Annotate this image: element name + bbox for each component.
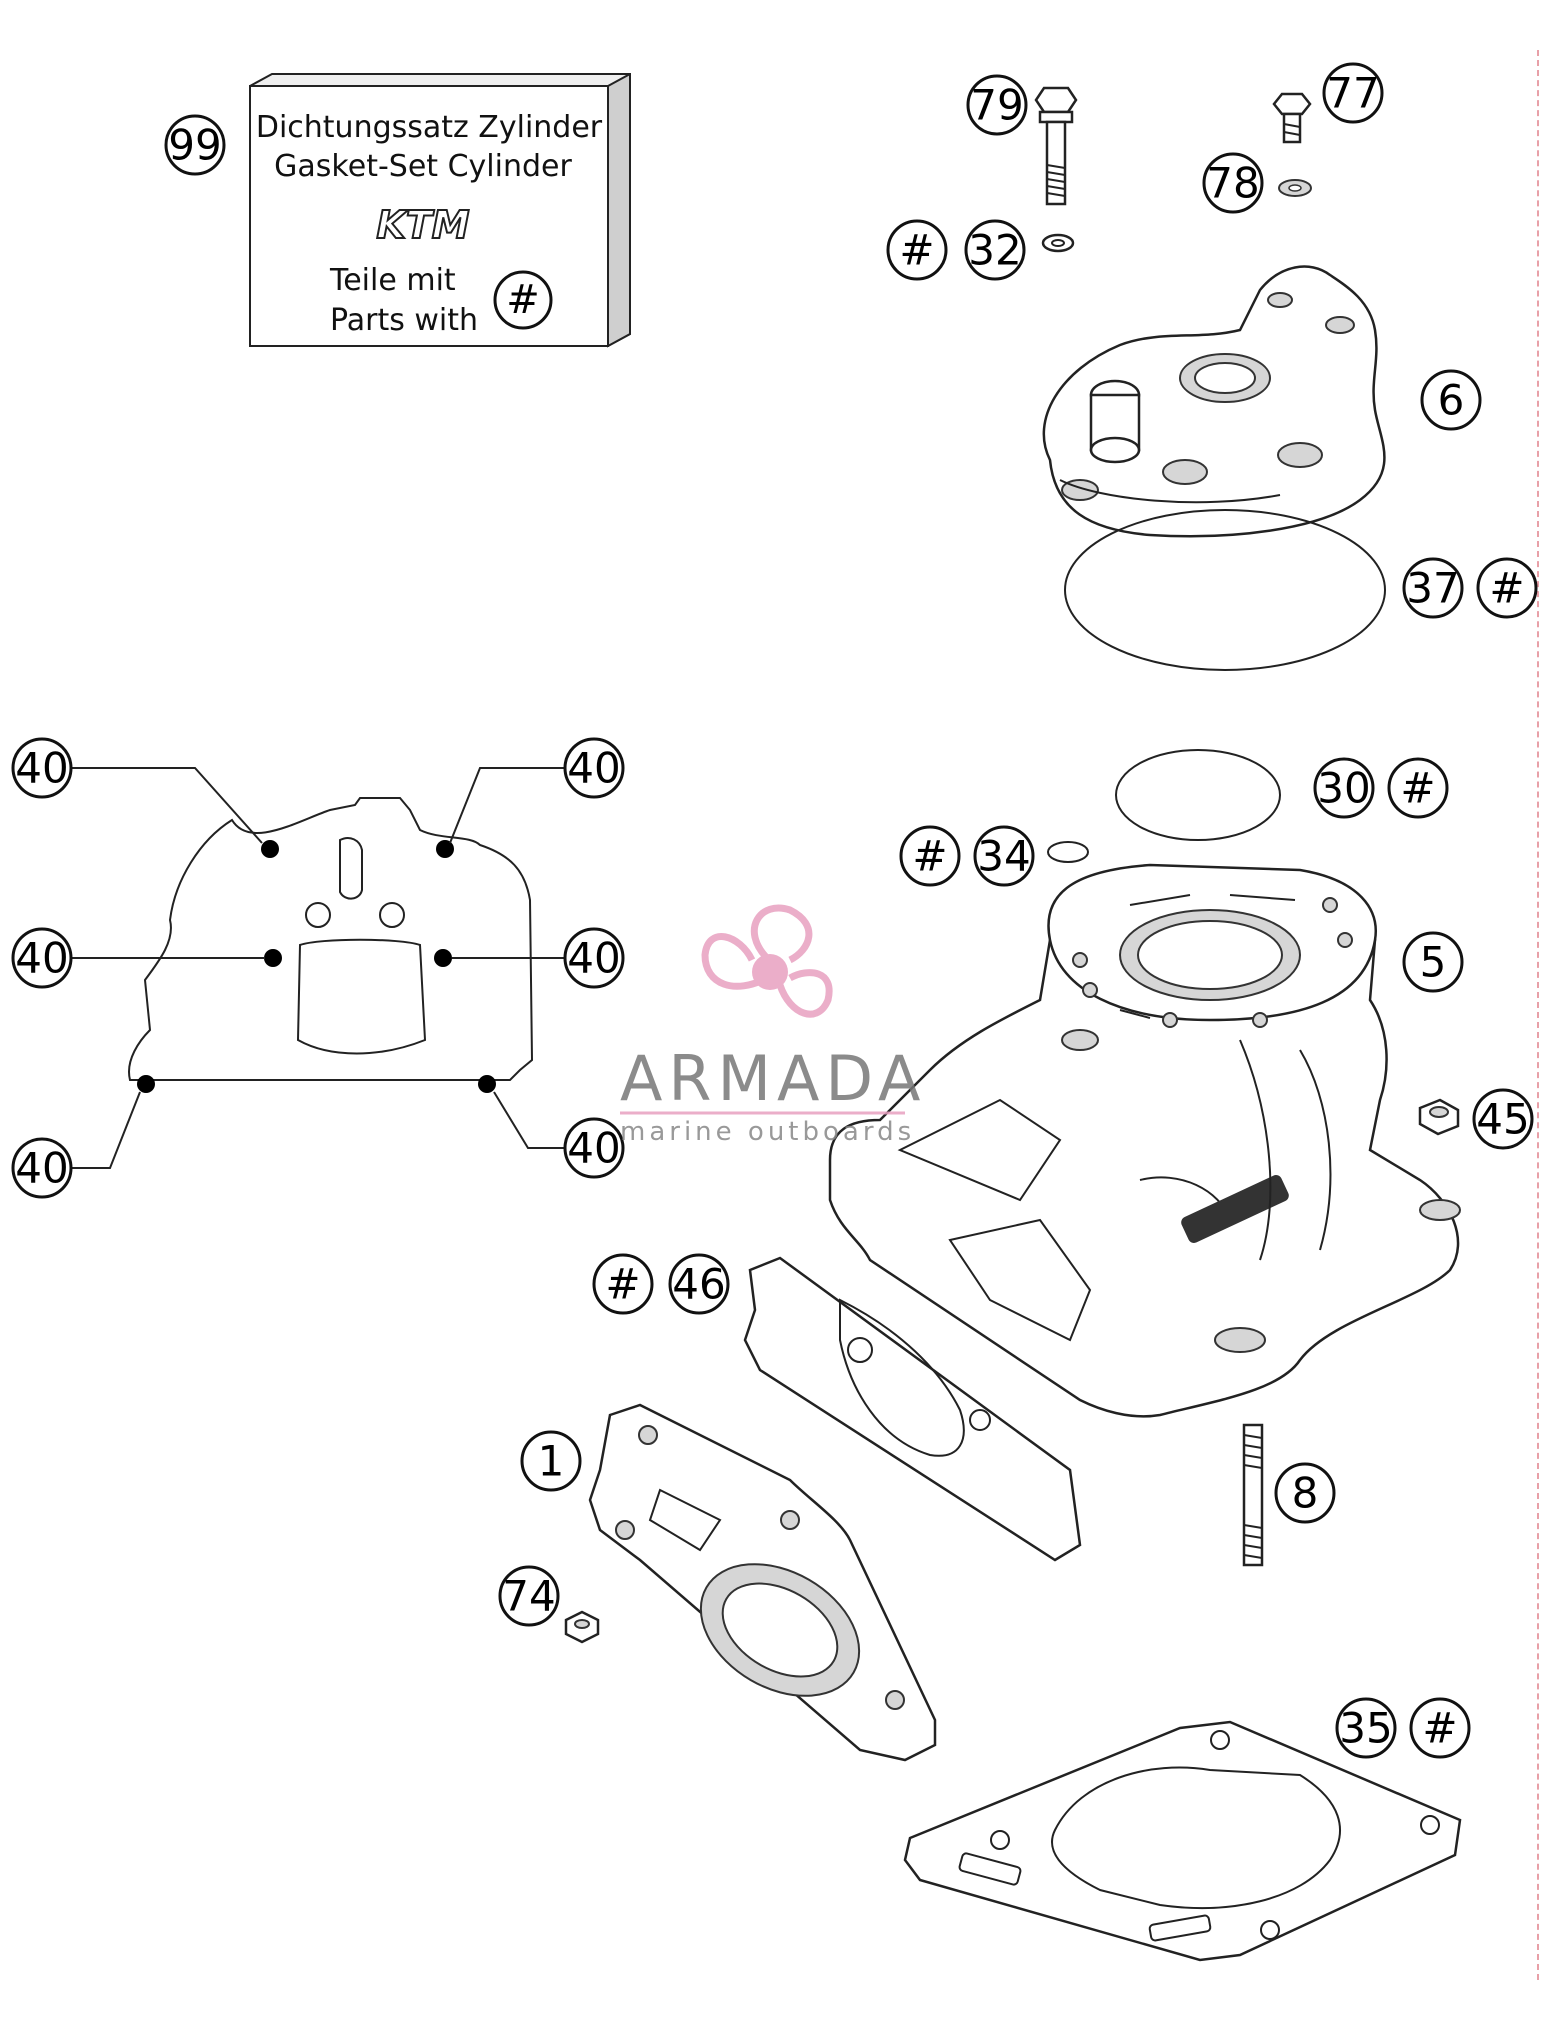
callout-hash-30: #	[1387, 757, 1449, 819]
callout-79: 79	[966, 74, 1028, 136]
propeller-logo-icon	[701, 904, 833, 1018]
svg-text:45: 45	[1476, 1095, 1529, 1144]
callout-hash-37: #	[1476, 557, 1538, 619]
callout-37: 37	[1402, 557, 1464, 619]
svg-text:37: 37	[1406, 564, 1459, 613]
svg-text:#: #	[1422, 1704, 1457, 1753]
callout-74: 74	[498, 1565, 560, 1627]
svg-text:99: 99	[168, 121, 221, 170]
svg-text:40: 40	[567, 934, 620, 983]
svg-text:40: 40	[567, 744, 620, 793]
callout-40-top-right: 40	[563, 737, 625, 799]
svg-text:30: 30	[1317, 764, 1370, 813]
svg-text:5: 5	[1420, 938, 1447, 987]
head-o-ring-37	[1064, 509, 1386, 671]
callout-5: 5	[1402, 931, 1464, 993]
callout-hash-46: #	[592, 1253, 654, 1315]
kit-title-de: Dichtungssatz Zylinder	[256, 110, 603, 145]
callout-78: 78	[1202, 152, 1264, 214]
svg-text:1: 1	[538, 1437, 565, 1486]
svg-text:40: 40	[15, 744, 68, 793]
watermark-tagline: marine outboards	[620, 1117, 915, 1147]
cylinder-head-6	[1042, 265, 1386, 538]
callout-40-mid-right: 40	[563, 927, 625, 989]
callout-40-bottom-left: 40	[11, 1137, 73, 1199]
intake-gasket-46	[743, 1256, 1082, 1562]
washer-32	[1041, 233, 1075, 253]
screw-77	[1272, 92, 1312, 144]
svg-text:6: 6	[1438, 376, 1465, 425]
gasket-kit-box: Dichtungssatz Zylinder Gasket-Set Cylind…	[249, 73, 631, 348]
washer-78	[1278, 179, 1312, 197]
svg-text:40: 40	[567, 1124, 620, 1173]
o-ring-30	[1115, 749, 1281, 841]
callout-35: 35	[1335, 1697, 1397, 1759]
svg-text:79: 79	[970, 81, 1023, 130]
bolt-79	[1034, 86, 1078, 206]
svg-text:35: 35	[1339, 1704, 1392, 1753]
callout-8: 8	[1274, 1462, 1336, 1524]
stud-8	[1242, 1423, 1264, 1567]
svg-text:78: 78	[1206, 159, 1259, 208]
svg-text:#: #	[1489, 564, 1524, 613]
base-gasket-35	[903, 1720, 1462, 1962]
svg-text:40: 40	[15, 934, 68, 983]
svg-text:#: #	[899, 226, 934, 275]
valve-cover-gasket-40	[72, 767, 565, 1169]
callout-40-bottom-right: 40	[563, 1117, 625, 1179]
callout-34: 34	[973, 825, 1035, 887]
kit-hash-symbol: #	[506, 277, 540, 323]
svg-text:#: #	[912, 832, 947, 881]
kit-parts-with-en: Parts with	[330, 303, 478, 338]
nut-74	[564, 1610, 600, 1644]
svg-text:#: #	[1400, 764, 1435, 813]
callout-77: 77	[1322, 62, 1384, 124]
cylinder-5	[828, 863, 1461, 1418]
svg-text:77: 77	[1326, 69, 1379, 118]
kit-title-en: Gasket-Set Cylinder	[274, 149, 572, 184]
callout-hash-35: #	[1409, 1697, 1471, 1759]
intake-manifold-1	[588, 1403, 937, 1762]
nut-45	[1418, 1098, 1460, 1136]
svg-text:40: 40	[15, 1144, 68, 1193]
callout-46: 46	[668, 1253, 730, 1315]
callout-99: 99	[164, 114, 226, 176]
callout-1: 1	[520, 1430, 582, 1492]
svg-text:46: 46	[672, 1260, 725, 1309]
svg-text:KTM: KTM	[376, 203, 469, 247]
callout-30: 30	[1313, 757, 1375, 819]
svg-text:32: 32	[968, 226, 1021, 275]
callout-40-top-left: 40	[11, 737, 73, 799]
o-ring-34	[1047, 841, 1089, 863]
ktm-logo: KTM	[375, 202, 470, 248]
svg-text:#: #	[605, 1260, 640, 1309]
callout-32: 32	[964, 219, 1026, 281]
callout-hash-32: #	[886, 219, 948, 281]
kit-parts-with-de: Teile mit	[329, 263, 456, 298]
page-edge-line	[1537, 50, 1541, 1980]
svg-text:34: 34	[977, 832, 1030, 881]
callout-hash-34: #	[899, 825, 961, 887]
callout-6: 6	[1420, 369, 1482, 431]
callout-45: 45	[1472, 1088, 1534, 1150]
watermark-name: ARMADA	[620, 1042, 926, 1115]
callout-40-mid-left: 40	[11, 927, 73, 989]
svg-text:8: 8	[1292, 1469, 1319, 1518]
svg-text:74: 74	[502, 1572, 555, 1621]
armada-watermark: ARMADA marine outboards	[620, 904, 926, 1147]
